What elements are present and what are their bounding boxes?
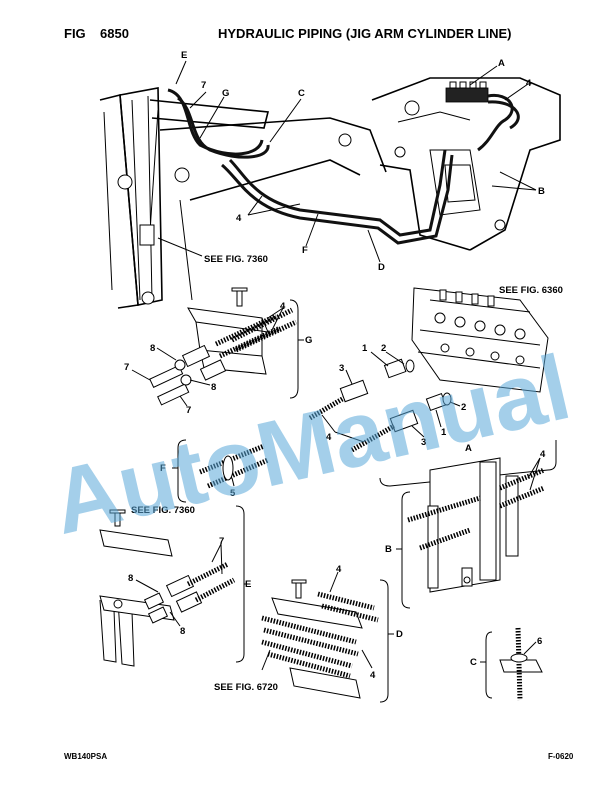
callout-C-group: C: [470, 657, 477, 668]
callout-G-top: G: [222, 88, 229, 99]
callout-B-top: B: [538, 186, 545, 197]
group-E: SEE FIG. 7360 E 7 8 8: [99, 505, 251, 667]
callout-7-G1: 7: [124, 362, 129, 373]
group-C: C 6: [470, 627, 543, 701]
callout-7-G2: 7: [186, 405, 191, 416]
model-code: WB140PSA: [64, 752, 108, 761]
callout-4-D2: 4: [370, 670, 376, 681]
callout-D-top: D: [378, 262, 385, 273]
figure-label: FIG: [64, 26, 86, 41]
callout-G-group: G: [305, 335, 312, 346]
callout-2-A1: 2: [381, 343, 386, 354]
callout-F-group: F: [160, 463, 166, 474]
callout-5-F: 5: [230, 488, 236, 499]
callout-4-A: 4: [326, 432, 332, 443]
callout-F-top: F: [302, 245, 308, 256]
ref-fig-7360-top: SEE FIG. 7360: [204, 254, 268, 265]
callout-4-mid: 4: [236, 213, 242, 224]
callout-7-top: 7: [201, 80, 206, 91]
group-G: G 4 8 8 7 7: [124, 287, 312, 416]
group-F: F 5: [160, 439, 269, 503]
top-callouts: E 7 G C A 4 B 4 F D SEE FIG. 7360: [157, 50, 545, 273]
callout-7-E: 7: [219, 536, 224, 547]
callout-C-top: C: [298, 88, 305, 99]
callout-D-group: D: [396, 629, 403, 640]
group-A: A SEE FIG. 6360 1 2 3 4 3 1 2: [308, 285, 563, 487]
callout-2-A2: 2: [461, 402, 466, 413]
callout-4-G: 4: [280, 301, 286, 312]
callout-3-A1: 3: [339, 363, 344, 374]
callout-E-top: E: [181, 50, 187, 61]
callout-6-C: 6: [537, 636, 542, 647]
callout-1-A1: 1: [362, 343, 368, 354]
callout-4-B: 4: [540, 449, 546, 460]
callout-E-group: E: [245, 579, 251, 590]
callout-3-A2: 3: [421, 437, 426, 448]
callout-8-G2: 8: [211, 382, 216, 393]
callout-A-top: A: [498, 58, 505, 69]
page-title: HYDRAULIC PIPING (JIG ARM CYLINDER LINE): [218, 26, 512, 41]
callout-8-E2: 8: [180, 626, 185, 637]
callout-8-G1: 8: [150, 343, 155, 354]
page-reference: F-0620: [548, 752, 574, 761]
callout-1-A2: 1: [441, 427, 447, 438]
boom-arm-assembly: [99, 77, 561, 309]
figure-number: 6850: [100, 26, 129, 41]
callout-4-D1: 4: [336, 564, 342, 575]
callout-B-group: B: [385, 544, 392, 555]
ref-fig-6720: SEE FIG. 6720: [214, 682, 278, 693]
group-B: B 4: [385, 449, 546, 609]
callout-A-group: A: [465, 443, 472, 454]
ref-fig-6360: SEE FIG. 6360: [499, 285, 563, 296]
callout-4-topright: 4: [526, 78, 532, 89]
ref-fig-7360-E: SEE FIG. 7360: [131, 505, 195, 516]
callout-8-E1: 8: [128, 573, 133, 584]
group-D: D 4 4 SEE FIG. 6720: [214, 564, 403, 703]
